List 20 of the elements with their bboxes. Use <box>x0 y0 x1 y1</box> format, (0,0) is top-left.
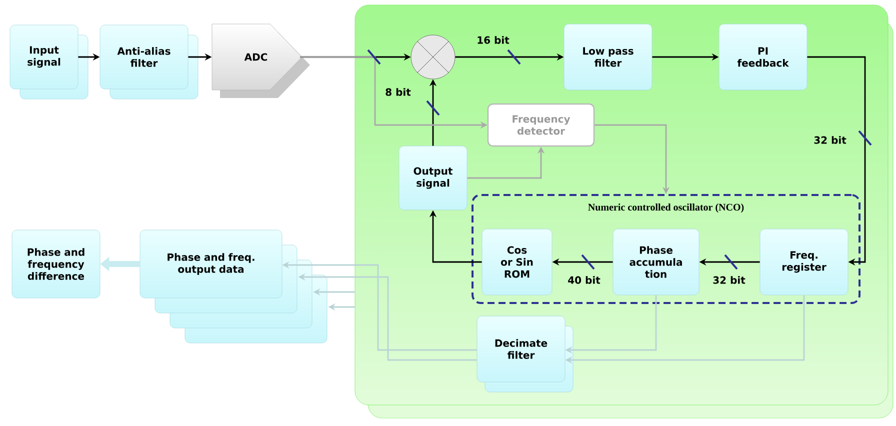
adc-block: ADC <box>212 24 310 98</box>
bit-label: 8 bit <box>386 88 411 96</box>
edge-label: 32 bit <box>713 276 746 284</box>
edge-label: 32 bit <box>814 136 846 144</box>
mixer-symbol <box>410 34 456 80</box>
process-box: Frequency detector <box>487 103 595 147</box>
process-box: Freq. register <box>760 228 848 296</box>
process-box: Phase and frequency difference <box>12 230 100 298</box>
process-box: Low pass filter <box>564 24 652 90</box>
process-box: Cos or Sin ROM <box>482 228 552 296</box>
process-box: Anti-alias filter <box>100 24 198 100</box>
process-box: Input signal <box>10 24 88 100</box>
arrow <box>807 56 866 266</box>
process-box: Decimate filter <box>476 316 574 392</box>
process-box: Phase accumula tion <box>612 228 700 296</box>
edge-label: 16 bit <box>478 36 510 44</box>
edge-label: 40 bit <box>568 276 600 284</box>
process-box: PI feedback <box>718 24 808 90</box>
process-box: Phase and freq. output data <box>140 230 328 344</box>
process-box: Output signal <box>398 146 468 210</box>
